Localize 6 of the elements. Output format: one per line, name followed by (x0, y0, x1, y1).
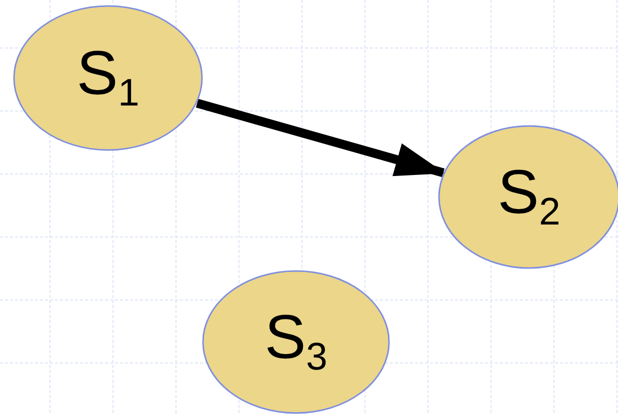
arrow (196, 98, 446, 178)
state-label: S$_{2}$ (498, 162, 560, 232)
state-ellipse (13, 5, 203, 151)
state-label: S$_{3}$ (264, 307, 328, 377)
state-ellipse (202, 270, 390, 414)
state-label: S$_{1}$ (76, 43, 140, 113)
